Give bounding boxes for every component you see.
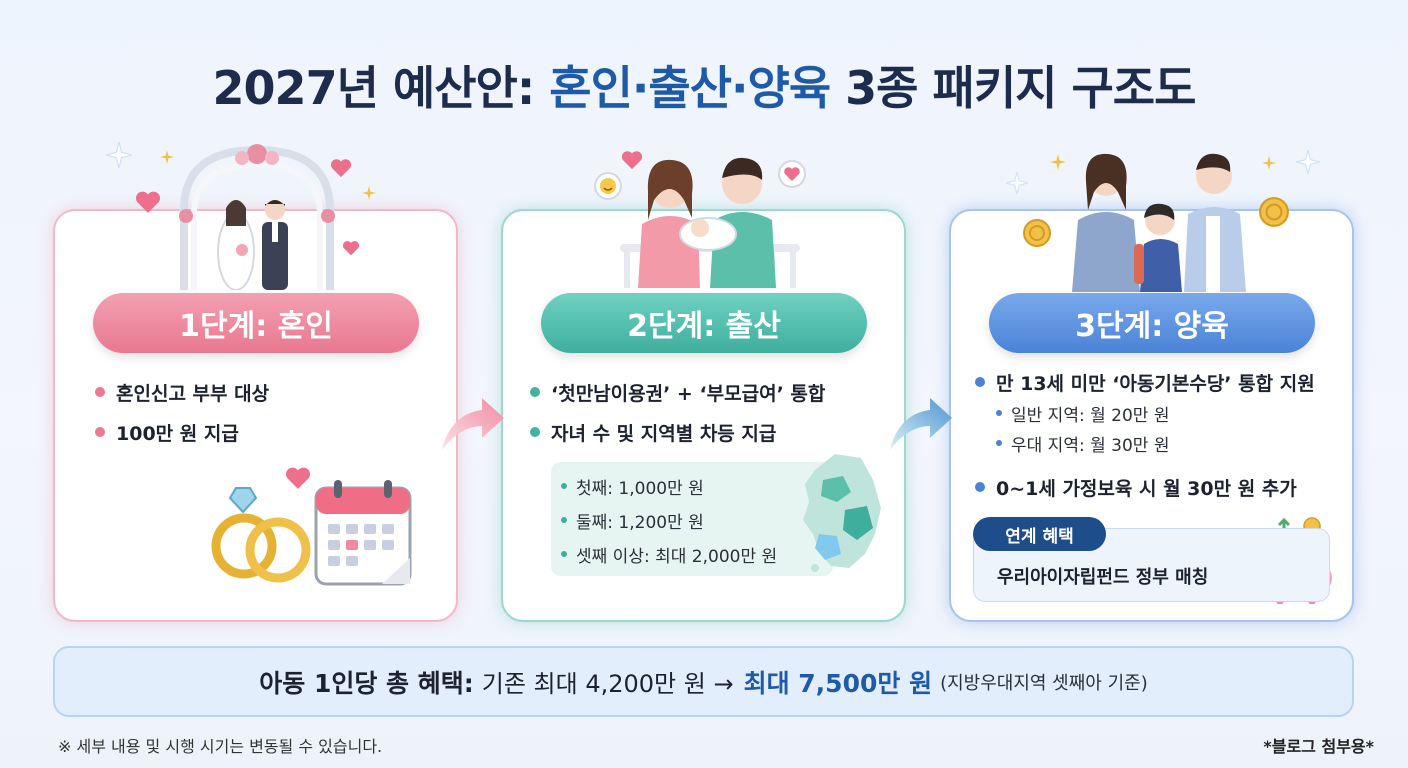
stage-2-sub-list: 첫째: 1,000만 원 둘째: 1,200만 원 셋째 이상: 최대 2,00…: [561, 469, 777, 571]
list-item: 일반 지역: 월 20만 원: [996, 398, 1169, 428]
stage-2-label: 2단계: 출산: [541, 293, 867, 353]
parents-with-newborn-icon: [620, 157, 800, 288]
bullet-dot: [530, 427, 540, 437]
arrow-right-icon: [890, 398, 952, 450]
summary-detail: (지방우대지역 셋째아 기준): [940, 672, 1148, 694]
page-title: 2027년 예산안: 혼인·출산·양육 3종 패키지 구조도: [0, 52, 1408, 118]
heart-icon: [342, 241, 360, 256]
list-item: 첫째: 1,000만 원: [561, 469, 777, 503]
smile-bubble-icon: [594, 172, 622, 200]
birth-amount-box: [551, 462, 833, 576]
stage-1-label: 1단계: 혼인: [93, 293, 419, 353]
summary-bar: 아동 1인당 총 혜택: 기존 최대 4,200만 원 → 최대 7,500만 …: [53, 646, 1354, 717]
title-year: 2027년 예산안:: [212, 61, 550, 115]
bullet-dot: [975, 482, 985, 492]
list-item: 셋째 이상: 최대 2,000만 원: [561, 537, 777, 571]
stage-3-label: 3단계: 양육: [989, 293, 1315, 353]
summary-before: 기존 최대 4,200만 원 →: [481, 670, 734, 698]
list-item: 혼인신고 부부 대상: [95, 372, 269, 412]
list-item: 만 13세 미만 ‘아동기본수당’ 통합 지원: [975, 362, 1315, 402]
list-item: 자녀 수 및 지역별 차등 지급: [530, 412, 825, 452]
arrow-right-icon: [442, 398, 504, 450]
coin-icon: [1259, 197, 1289, 227]
sparkle-icon: [1050, 154, 1066, 170]
summary-after: 최대 7,500만 원: [743, 668, 933, 698]
sparkle-icon: [1262, 156, 1276, 170]
calendar-icon: [314, 480, 412, 586]
stage-1-bullets: 혼인신고 부부 대상 100만 원 지급: [95, 372, 269, 452]
family-with-child-icon: [1072, 153, 1246, 292]
summary-label: 아동 1인당 총 혜택:: [259, 668, 474, 698]
list-item: 0~1세 가정보육 시 월 30만 원 추가: [975, 467, 1297, 507]
linked-benefit-text: 우리아이자립펀드 정부 매칭: [997, 567, 1209, 588]
title-rest: 3종 패키지 구조도: [830, 61, 1196, 115]
bullet-dot: [975, 377, 985, 387]
list-item: 100만 원 지급: [95, 412, 269, 452]
bullet-dot: [95, 427, 105, 437]
blog-tag: *블로그 첨부용*: [1263, 737, 1374, 756]
stage-2-bullets: ‘첫만남이용권’ + ‘부모급여’ 통합 자녀 수 및 지역별 차등 지급: [530, 372, 825, 452]
heart-icon: [330, 159, 352, 178]
bullet-dot: [530, 387, 540, 397]
stage-3-sub-list: 일반 지역: 월 20만 원 우대 지역: 월 30만 원: [996, 398, 1169, 458]
bullet-dot: [95, 387, 105, 397]
footnote: ※ 세부 내용 및 시행 시기는 변동될 수 있습니다.: [58, 737, 383, 756]
sparkle-icon: [106, 142, 132, 168]
wedding-couple-arch-icon: [179, 144, 335, 290]
heart-icon: [285, 467, 311, 489]
heart-icon: [135, 191, 161, 213]
sparkle-icon: [1296, 150, 1320, 174]
stage-3-bullets-a: 만 13세 미만 ‘아동기본수당’ 통합 지원: [975, 362, 1315, 402]
stage-3-bullets-b: 0~1세 가정보육 시 월 30만 원 추가: [975, 467, 1297, 507]
sparkle-icon: [160, 150, 174, 164]
wedding-rings-icon: [211, 487, 311, 583]
title-accent: 혼인·출산·양육: [549, 61, 831, 115]
linked-benefit-label: 연계 혜택: [973, 517, 1106, 551]
heart-bubble-icon: [778, 160, 806, 188]
sparkle-icon: [362, 186, 376, 200]
sparkle-icon: [1006, 172, 1028, 194]
list-item: 둘째: 1,200만 원: [561, 503, 777, 537]
coin-icon: [1023, 219, 1051, 247]
list-item: ‘첫만남이용권’ + ‘부모급여’ 통합: [530, 372, 825, 412]
heart-icon: [621, 151, 643, 170]
list-item: 우대 지역: 월 30만 원: [996, 428, 1169, 458]
korea-map-icon: [803, 454, 881, 572]
